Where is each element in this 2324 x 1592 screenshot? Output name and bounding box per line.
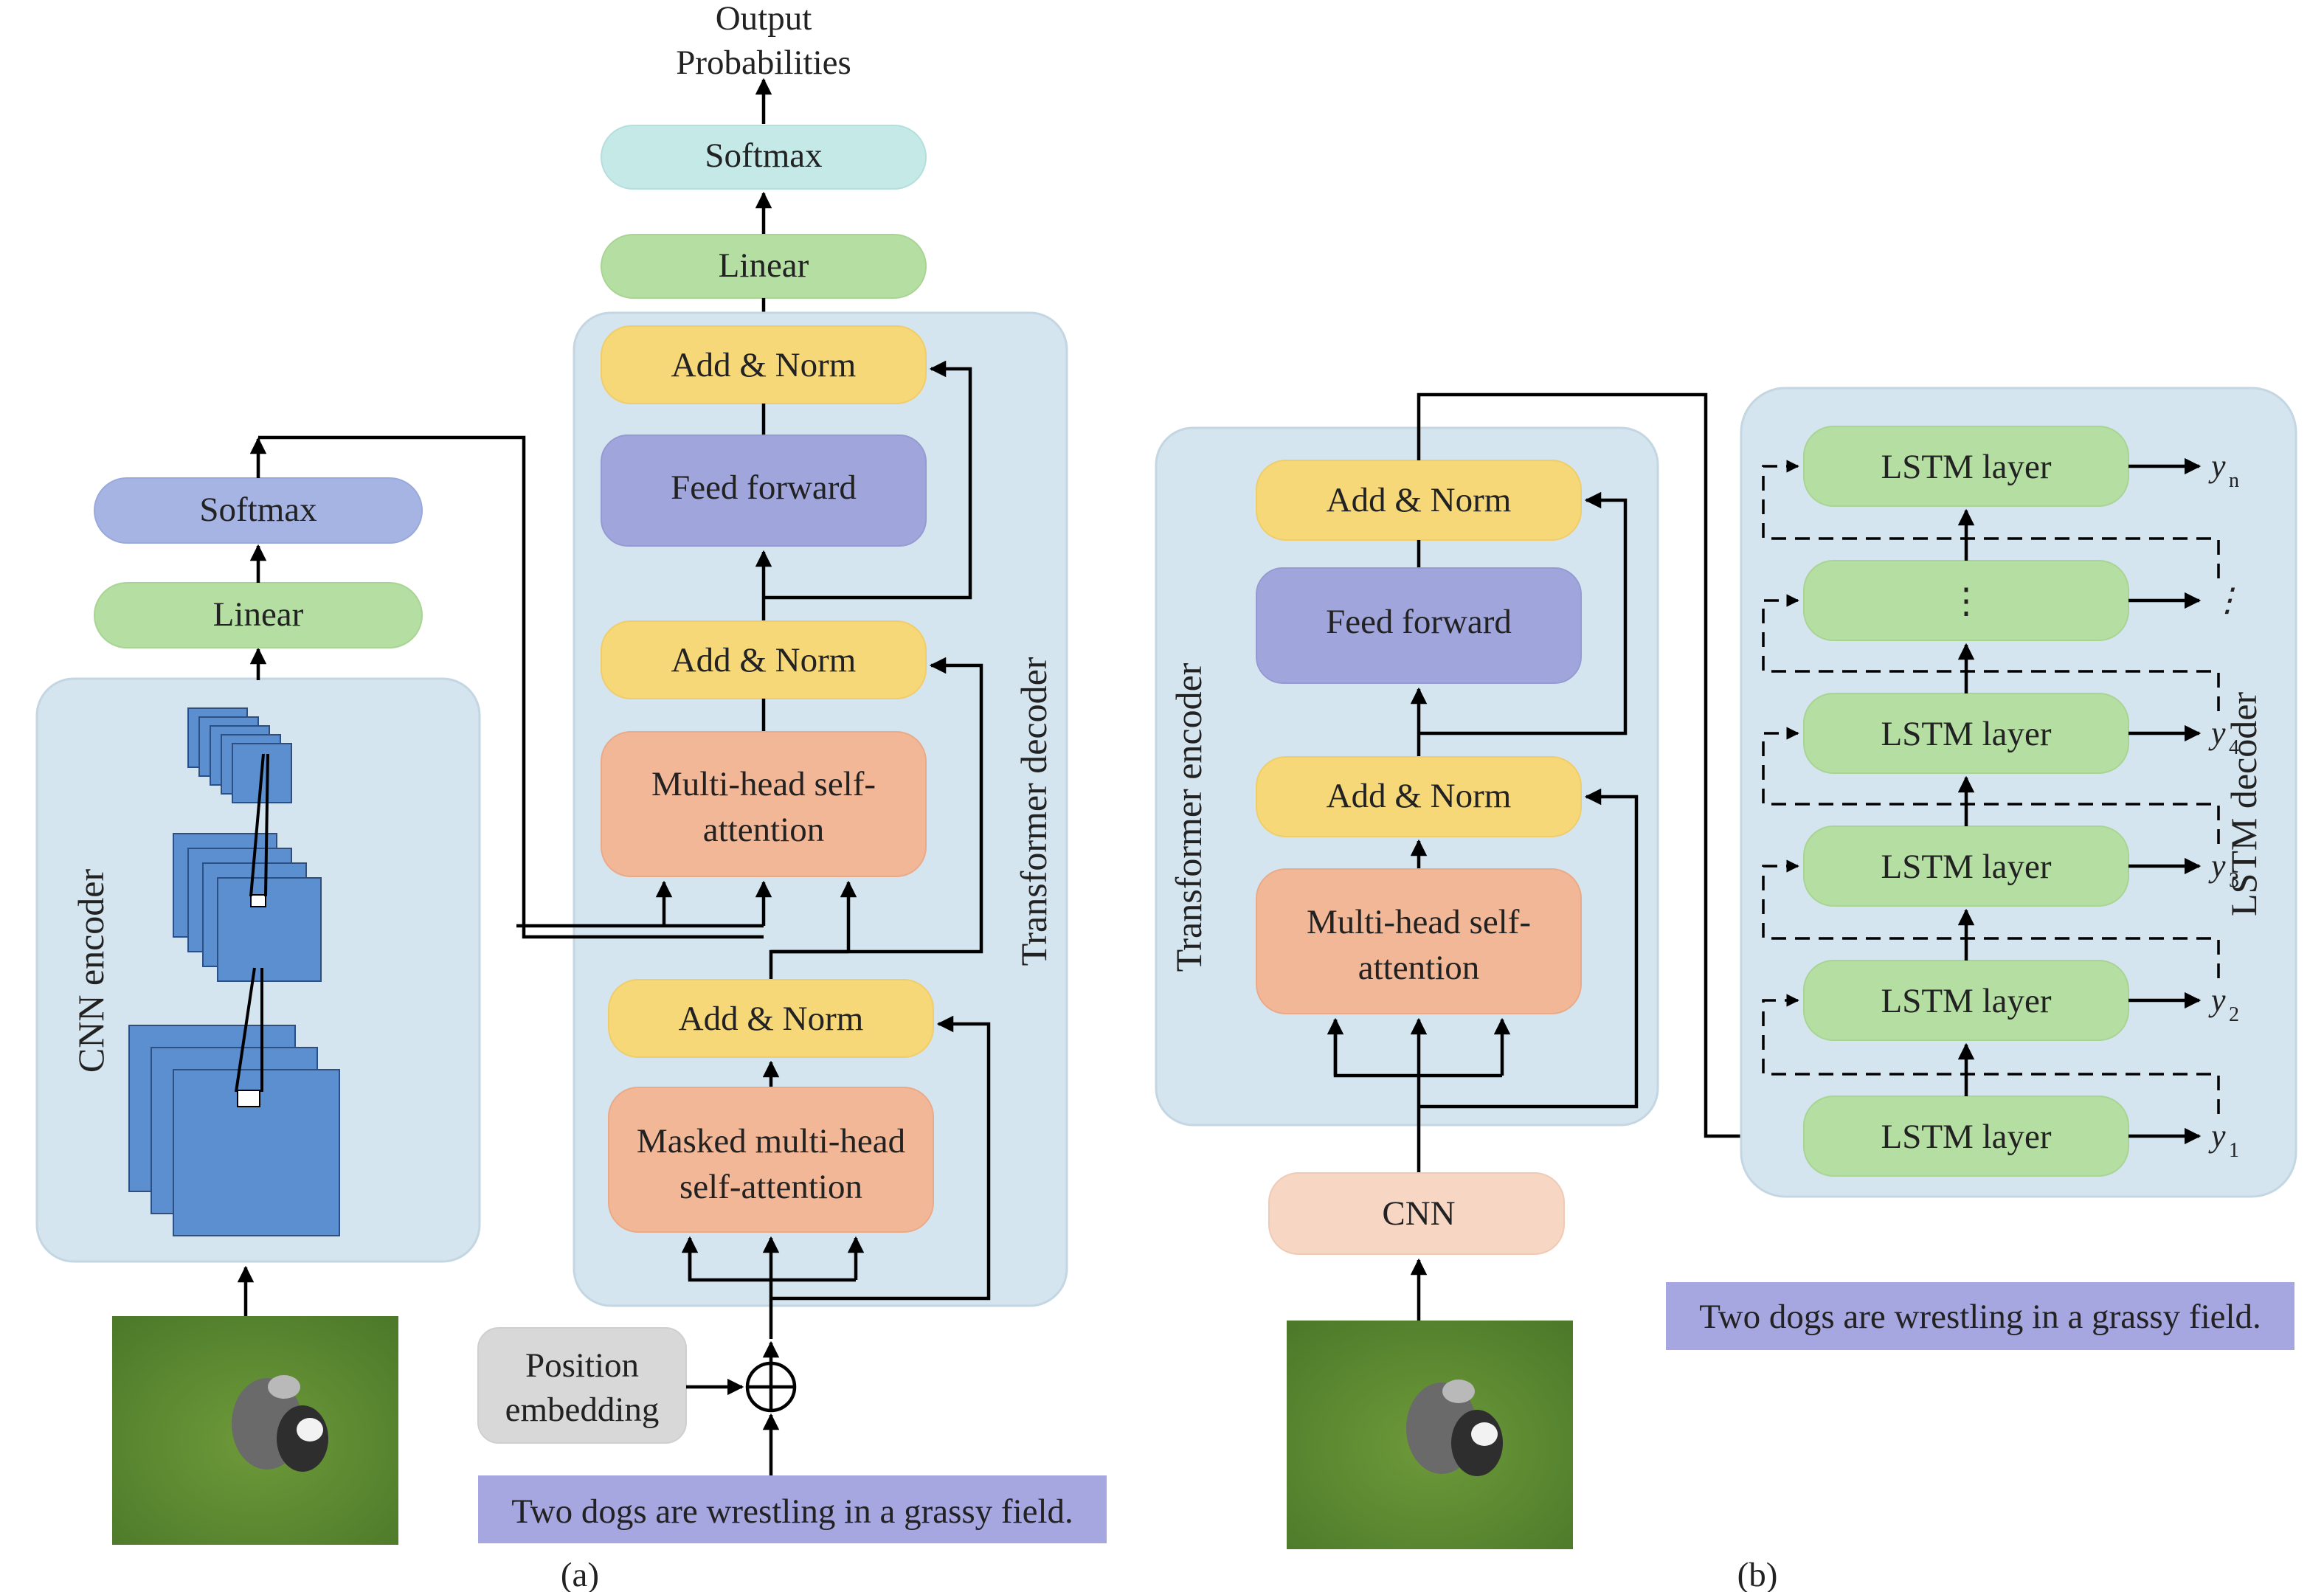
encoder-mhsa-label-line1: Multi-head self-	[1307, 903, 1531, 941]
cnn-label: CNN	[1382, 1194, 1455, 1233]
lstm-layer-label-5: LSTM layer	[1881, 1118, 2051, 1156]
lstm-layer-label-4: LSTM layer	[1881, 982, 2051, 1020]
encoder-add-norm-bottom	[1256, 756, 1582, 837]
lstm-layer-label-0: LSTM layer	[1881, 448, 2051, 486]
decoder-add-norm-bottom-label: Add & Norm	[679, 1000, 864, 1038]
lstm-layer-label-3: LSTM layer	[1881, 848, 2051, 886]
lstm-output-sub-5: 1	[2229, 1139, 2239, 1162]
feature-maps-medium	[173, 833, 322, 982]
transformer-encoder-label: Transformer encoder	[1168, 662, 1209, 972]
left-caption: Two dogs are wrestling in a grassy field…	[511, 1492, 1073, 1531]
lstm-output-sub-3: 3	[2229, 869, 2239, 892]
right-caption: Two dogs are wrestling in a grassy field…	[1699, 1298, 2261, 1336]
left-caption-box	[478, 1475, 1107, 1543]
position-embedding-line2: embedding	[505, 1391, 660, 1429]
lstm-output-3: y	[2208, 848, 2226, 884]
lstm-output-1: ⋮	[2211, 582, 2244, 618]
feature-maps-large	[128, 1025, 340, 1236]
decoder-add-norm-top-label: Add & Norm	[671, 346, 857, 384]
decoder-masked-label-line2: self-attention	[679, 1168, 862, 1206]
encoder-mhsa-label-line2: attention	[1358, 949, 1479, 987]
output-probabilities-label-line2: Probabilities	[676, 44, 851, 82]
panel-b-label: (b)	[1737, 1556, 1778, 1592]
decoder-add-norm-mid-label: Add & Norm	[671, 641, 857, 679]
lstm-layer-label-1: ⋮	[1949, 582, 1984, 620]
encoder-multi-head-attention	[1256, 868, 1582, 1014]
lstm-output-sub-2: 4	[2229, 736, 2239, 759]
cnn-encoder-label: CNN encoder	[70, 869, 111, 1073]
decoder-mhsa-label-line1: Multi-head self-	[651, 765, 876, 803]
decoder-masked-attention	[608, 1087, 934, 1233]
encoder-linear-label: Linear	[213, 595, 304, 634]
lstm-layer-label-2: LSTM layer	[1881, 715, 2051, 753]
encoder-feed-forward	[1256, 567, 1582, 684]
decoder-linear-label: Linear	[719, 246, 809, 285]
right-caption-box	[1666, 1282, 2294, 1350]
output-probabilities-label-line1: Output	[716, 0, 812, 38]
decoder-feed-forward-label: Feed forward	[671, 468, 857, 507]
encoder-add-norm-top-label: Add & Norm	[1327, 481, 1512, 519]
decoder-masked-label-line1: Masked multi-head	[637, 1122, 905, 1160]
decoder-softmax-label: Softmax	[705, 136, 822, 175]
lstm-output-2: y	[2208, 715, 2226, 751]
lstm-decoder-label: LSTM decoder	[2223, 692, 2264, 916]
feature-maps-small	[187, 707, 292, 803]
input-image-dogs-a	[112, 1316, 398, 1545]
cnn-block	[1268, 1172, 1565, 1255]
lstm-output-sub-4: 2	[2229, 1003, 2239, 1026]
encoder-softmax-label: Softmax	[199, 491, 317, 529]
encoder-add-norm-bottom-label: Add & Norm	[1327, 777, 1512, 815]
decoder-multi-head-attention	[601, 731, 927, 877]
decoder-mhsa-label-line2: attention	[703, 811, 824, 849]
lstm-output-0: y	[2208, 448, 2226, 484]
panel-a-label: (a)	[561, 1556, 599, 1592]
transformer-decoder-label: Transformer decoder	[1013, 657, 1054, 966]
input-image-dogs-b	[1287, 1321, 1573, 1549]
lstm-output-sub-0: n	[2229, 469, 2239, 492]
decoder-softmax-block	[601, 125, 927, 190]
decoder-add-norm-bottom	[608, 979, 934, 1058]
lstm-output-5: y	[2208, 1118, 2226, 1154]
lstm-output-4: y	[2208, 982, 2226, 1018]
decoder-feed-forward	[601, 435, 927, 547]
encoder-feed-forward-label: Feed forward	[1326, 603, 1512, 641]
position-embedding-line1: Position	[525, 1346, 639, 1385]
